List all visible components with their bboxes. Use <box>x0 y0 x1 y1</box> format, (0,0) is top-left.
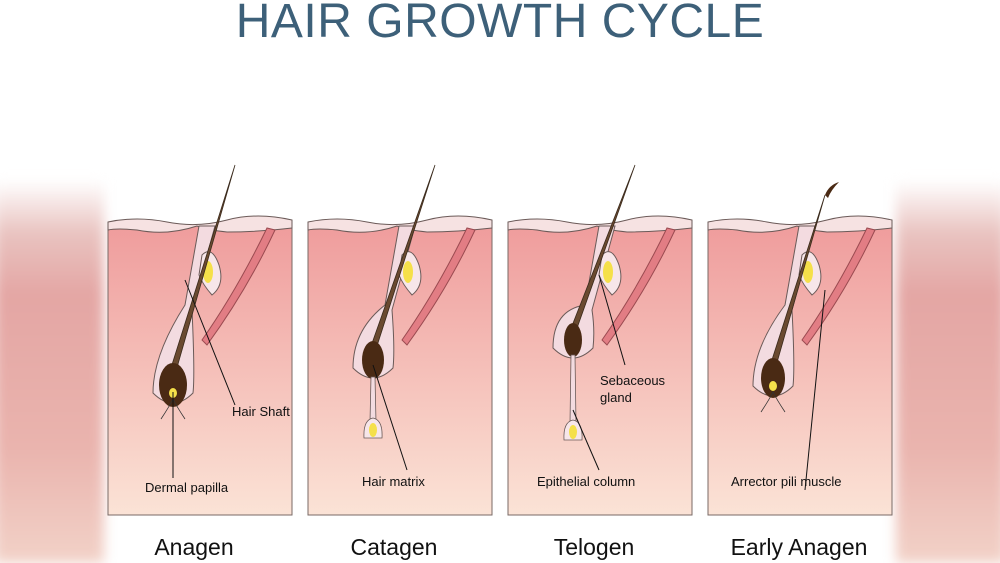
diagram-title: HAIR GROWTH CYCLE <box>235 0 765 48</box>
label-sebaceous-gland: Sebaceous gland <box>600 373 666 405</box>
sebaceous-gland-core <box>403 261 413 283</box>
label-epithelial-column: Epithelial column <box>537 474 636 489</box>
follicle-anagen-illustration <box>107 164 293 516</box>
label-arrector-pili-muscle: Arrector pili muscle <box>731 474 842 489</box>
follicle-telogen-illustration <box>507 164 693 516</box>
leader-line <box>804 289 826 491</box>
leader-line <box>184 279 236 406</box>
hair-bulb <box>159 363 187 407</box>
dermal-papilla <box>569 425 577 439</box>
panel-anagen <box>107 160 293 520</box>
phase-label-anagen: Anagen <box>154 534 234 560</box>
epithelial-column <box>369 376 377 423</box>
hair-bulb <box>362 341 384 379</box>
arrector-pili-muscle <box>401 227 476 346</box>
label-hair-matrix: Hair matrix <box>362 474 425 489</box>
arrector-pili-muscle <box>201 227 276 346</box>
epidermis-layer <box>307 215 493 233</box>
hair-bulb <box>564 323 582 357</box>
label-hair: Hair Shaft <box>232 404 290 419</box>
dermal-papilla <box>769 381 777 391</box>
panel-early-anagen <box>707 160 893 520</box>
follicle-early-anagen-illustration <box>707 182 893 516</box>
sebaceous-gland-core <box>803 261 813 283</box>
arrector-pili-muscle <box>801 227 876 346</box>
dermal-papilla <box>369 423 377 437</box>
leader-line <box>572 409 600 471</box>
epidermis-layer <box>707 215 893 233</box>
epidermis-layer <box>107 215 293 233</box>
blurred-background-left <box>0 180 104 563</box>
blurred-background-right <box>896 180 1000 563</box>
panel-telogen <box>507 160 693 520</box>
sebaceous-gland-core <box>603 261 613 283</box>
arrector-pili-muscle <box>601 227 676 346</box>
phase-label-early-anagen: Early Anagen <box>730 534 868 560</box>
phase-label-telogen: Telogen <box>553 534 635 560</box>
new-hair-tip <box>825 182 839 198</box>
phase-label-catagen: Catagen <box>350 534 438 560</box>
epidermis-layer <box>507 215 693 233</box>
hair-bulb <box>761 358 785 398</box>
papilla-vessels <box>760 391 786 413</box>
leader-line <box>372 364 408 471</box>
label-dermal-papilla: Dermal papilla <box>145 480 229 495</box>
panel-catagen <box>307 160 493 520</box>
follicle-sheath <box>352 225 416 379</box>
follicle-catagen-illustration <box>307 164 493 516</box>
leader-line <box>598 274 626 366</box>
